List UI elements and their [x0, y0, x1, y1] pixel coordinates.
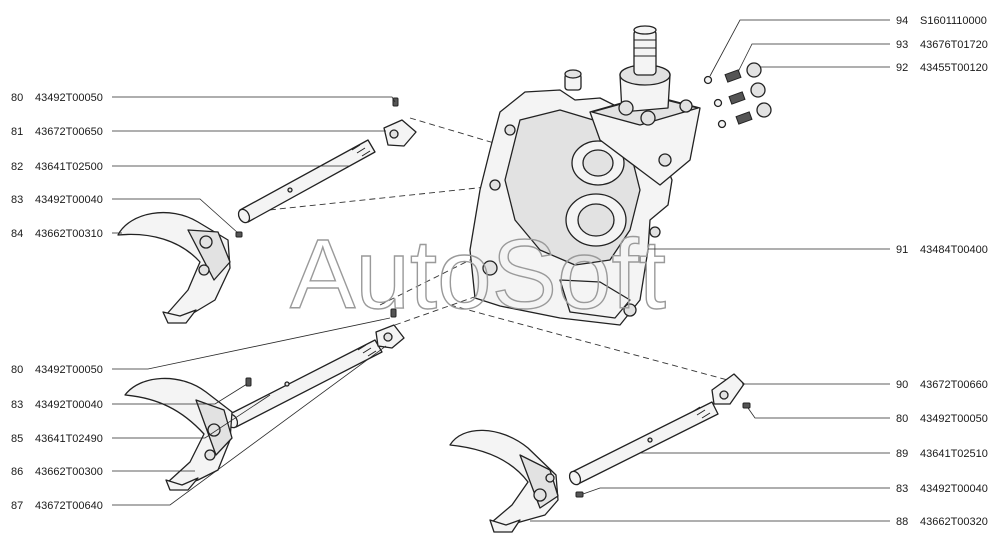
pin-83-lower: [575, 491, 584, 498]
leader-80-top: [112, 96, 396, 103]
leader-85: [112, 394, 271, 439]
callout-part-code: 43484T00400: [920, 244, 988, 256]
callout-part-code: 43492T00050: [920, 413, 988, 425]
pin-80-lower: [742, 402, 751, 409]
plug-92: [746, 62, 772, 118]
callout-part-code: 43492T00050: [35, 364, 103, 376]
watermark-text: AutoSoft: [290, 219, 666, 329]
assembly-axis-mid: [379, 214, 561, 306]
middle-shift-lever: [375, 324, 405, 349]
callout-number: 87: [11, 500, 23, 512]
callout-part-code: 43492T00040: [920, 483, 988, 495]
pin-83-upper: [235, 231, 243, 238]
callout-part-code: 43662T00300: [35, 466, 103, 478]
callout-number: 82: [11, 161, 23, 173]
callout-part-code: 43662T00310: [35, 228, 103, 240]
lower-shift-lever: [711, 373, 745, 405]
upper-shift-lever: [383, 119, 417, 147]
callout-number: 85: [11, 433, 23, 445]
leader-83-upper: [112, 198, 239, 234]
ball-94-a: [703, 75, 713, 85]
selector-mechanism: [589, 25, 701, 186]
callout-part-code: 43455T00120: [920, 62, 988, 74]
callout-part-code: 43672T00660: [920, 379, 988, 391]
callout-part-code: 43676T01720: [920, 39, 988, 51]
upper-shift-fork: [117, 211, 231, 324]
callout-number: 92: [896, 62, 908, 74]
callout-number: 80: [11, 92, 23, 104]
leader-83-middle: [112, 383, 248, 405]
callout-part-code: S1601110000: [920, 15, 987, 27]
lower-shift-rod: [568, 401, 719, 486]
callout-part-code: 43492T00040: [35, 194, 103, 206]
callout-part-code: 43641T02510: [920, 448, 988, 460]
callout-part-code: 43492T00040: [35, 399, 103, 411]
spring-93: [724, 69, 753, 125]
pin-83-middle: [245, 377, 252, 387]
callout-number: 83: [896, 483, 908, 495]
callout-part-code: 43641T02500: [35, 161, 103, 173]
callout-number: 83: [11, 194, 23, 206]
callout-part-code: 43672T00640: [35, 500, 103, 512]
leader-94: [709, 19, 890, 77]
callout-number: 90: [896, 379, 908, 391]
assembly-axis-low: [394, 294, 481, 326]
leader-lines: [112, 19, 890, 522]
callout-number: 94: [896, 15, 908, 27]
callout-part-code: 43662T00320: [920, 516, 988, 528]
callout-number: 93: [896, 39, 908, 51]
callout-number: 86: [11, 466, 23, 478]
callout-part-code: 43672T00650: [35, 126, 103, 138]
callout-number: 88: [896, 516, 908, 528]
callout-number: 91: [896, 244, 908, 256]
leader-93: [737, 43, 890, 73]
callouts-right: 94 S1601110000 93 43676T01720 92 43455T0…: [896, 15, 988, 528]
callout-number: 84: [11, 228, 23, 240]
middle-shift-fork: [124, 377, 233, 491]
leader-80-middle: [112, 317, 391, 370]
callout-number: 80: [11, 364, 23, 376]
detent-parts: [703, 62, 772, 129]
lower-shift-fork: [449, 429, 559, 533]
callout-part-code: 43492T00050: [35, 92, 103, 104]
upper-shift-rod: [237, 139, 376, 224]
callout-number: 83: [11, 399, 23, 411]
leader-80-lower: [747, 407, 890, 419]
callout-number: 81: [11, 126, 23, 138]
callout-number: 80: [896, 413, 908, 425]
callout-number: 89: [896, 448, 908, 460]
leader-87: [112, 345, 387, 506]
callouts-left: 80 43492T00050 81 43672T00650 82 43641T0…: [11, 92, 103, 512]
leader-83-lower: [582, 487, 890, 495]
callout-part-code: 43641T02490: [35, 433, 103, 445]
pin-80-middle: [390, 308, 397, 318]
